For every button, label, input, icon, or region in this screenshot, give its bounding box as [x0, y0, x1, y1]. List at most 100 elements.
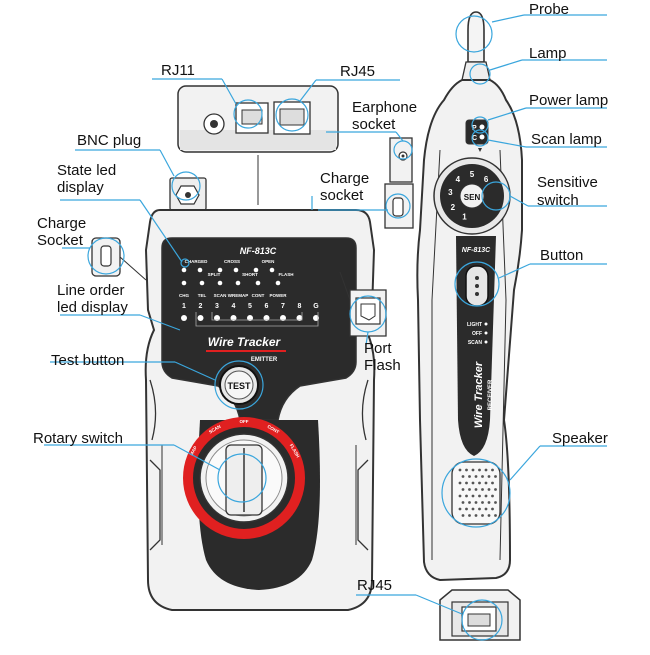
callout-scan-lamp: Scan lamp — [531, 131, 602, 148]
receiver-sub-label: RECEIVER — [488, 379, 494, 410]
speaker-hole — [481, 501, 484, 504]
test-button[interactable]: TEST — [219, 365, 259, 405]
callout-charge-socket-r-2: socket — [320, 187, 364, 204]
speaker-hole — [491, 481, 494, 485]
dial-mode-scan: SCAN — [208, 424, 222, 435]
callout-button: Button — [540, 247, 584, 264]
speaker-hole — [465, 494, 468, 498]
speaker-hole — [481, 488, 484, 491]
knob-number-2: 2 — [451, 203, 456, 212]
speaker-hole — [471, 507, 475, 511]
speaker-hole — [465, 507, 468, 511]
speaker-hole — [465, 481, 468, 485]
speaker-hole — [461, 514, 465, 517]
emitter-brand: Wire Tracker — [208, 335, 282, 349]
speaker-hole — [484, 507, 488, 511]
receiver-brand: Wire Tracker — [473, 361, 485, 428]
led-label-short: SHORT — [242, 272, 258, 277]
callout-rj45-bottom: RJ45 — [357, 577, 393, 594]
receiver-model-label: NF-813C — [462, 247, 491, 254]
speaker-hole — [461, 475, 465, 478]
speaker-hole — [487, 514, 491, 517]
callout-probe: Probe — [529, 1, 570, 18]
state-led — [217, 280, 223, 286]
speaker-hole — [478, 481, 481, 485]
speaker-hole — [461, 488, 465, 491]
state-led — [181, 280, 187, 286]
speaker-hole — [468, 488, 471, 491]
led-label-cross: CROSS — [224, 259, 240, 264]
receiver-charge-socket-view — [384, 183, 414, 229]
line-led — [296, 315, 303, 321]
speaker-hole — [487, 501, 491, 504]
dial-mode-flash: FLASH — [289, 443, 301, 458]
state-led — [235, 280, 241, 286]
speaker-hole — [474, 488, 478, 491]
speaker-hole — [474, 475, 478, 478]
bnc-plug — [169, 177, 207, 211]
line-number-3: 3 — [215, 303, 219, 310]
dial-mode-off: OFF — [240, 419, 249, 424]
callout-earphone-2: socket — [352, 116, 396, 133]
line-led — [214, 315, 220, 321]
state-led — [217, 267, 223, 273]
line-number-1: 1 — [182, 303, 186, 310]
callout-bnc-plug: BNC plug — [77, 132, 142, 149]
callout-line-order-1: Line order — [57, 282, 125, 299]
speaker-hole — [494, 501, 497, 504]
speaker-hole — [458, 481, 462, 485]
line-number-g: G — [313, 303, 319, 310]
emitter-sub-label: EMITTER — [251, 357, 278, 363]
state-led — [233, 267, 239, 273]
callout-earphone-1: Earphone — [352, 99, 418, 116]
speaker-hole — [458, 507, 462, 511]
speaker-hole — [484, 468, 488, 472]
callout-port-flash-1: Port — [364, 340, 392, 357]
line-led — [263, 315, 270, 321]
knob-label: SEN — [464, 193, 481, 202]
callout-rotary-switch: Rotary switch — [33, 430, 124, 447]
line-led — [230, 315, 237, 321]
speaker-hole — [491, 494, 494, 498]
speaker-hole — [471, 494, 475, 498]
earphone-socket-view — [389, 137, 413, 183]
emitter-model-label: NF-813C — [240, 246, 277, 256]
speaker-hole — [478, 494, 481, 498]
line-number-6: 6 — [265, 303, 269, 310]
callout-port-flash-2: Flash — [364, 357, 401, 374]
scan-lamp-letter: C — [472, 135, 477, 142]
speaker-hole — [478, 507, 481, 511]
led-label-chg: CHG — [179, 293, 189, 298]
speaker-hole — [494, 514, 497, 517]
speaker-hole — [468, 475, 471, 478]
speaker-hole — [474, 501, 478, 504]
receiver-button[interactable] — [465, 265, 489, 307]
callout-sensitive-1: Sensitive — [537, 174, 598, 191]
line-led — [181, 315, 187, 321]
speaker-hole — [494, 488, 497, 491]
callout-sensitive-2: switch — [537, 192, 579, 209]
state-led — [253, 267, 259, 273]
receiver-rj45-port — [439, 589, 521, 641]
callout-lamp: Lamp — [529, 45, 567, 62]
mode-led — [484, 340, 488, 344]
mode-led — [484, 331, 488, 335]
callout-rj45-top: RJ45 — [340, 63, 376, 80]
led-label-wremap: WREMAP — [228, 293, 249, 298]
led-label-tel: TEL — [198, 293, 207, 298]
state-led — [199, 280, 205, 286]
speaker-hole — [491, 468, 494, 472]
receiver-brand-group: Wire Tracker RECEIVER — [473, 361, 494, 428]
speaker-hole — [487, 488, 491, 491]
speaker-hole — [484, 494, 488, 498]
callout-charge-socket-l-2: Socket — [37, 232, 83, 249]
line-number-5: 5 — [248, 303, 252, 310]
speaker-hole — [465, 468, 468, 472]
led-label-split: SPLIT — [208, 272, 221, 277]
rotary-switch[interactable] — [182, 417, 306, 539]
callout-power-lamp: Power lamp — [529, 92, 609, 109]
